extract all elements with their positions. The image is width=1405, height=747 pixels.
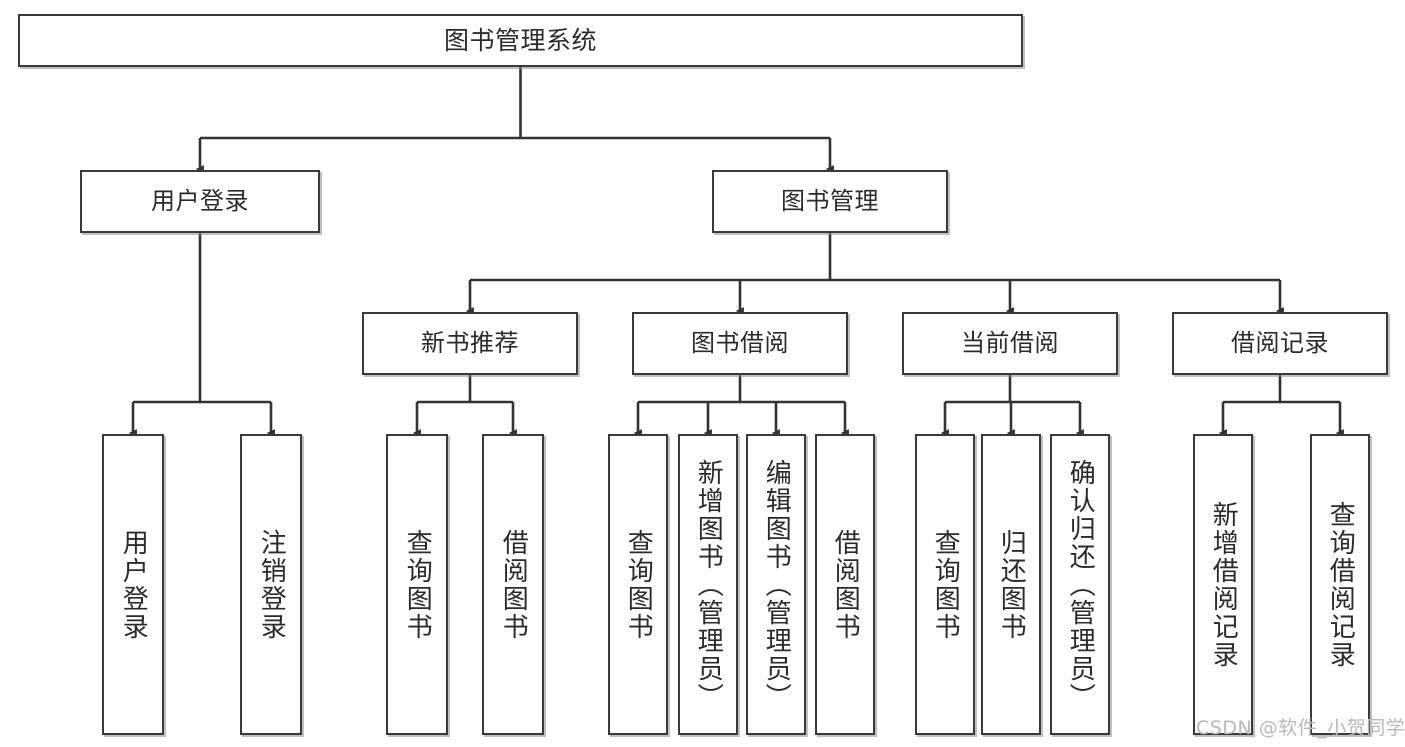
node-label: 用户登录 — [151, 187, 249, 216]
node-label: 确认归还（管理员） — [1065, 458, 1096, 711]
node-label: 借阅图书 — [498, 528, 529, 641]
node-label: 归还图书 — [996, 528, 1027, 641]
node-label: 查询借阅记录 — [1325, 500, 1356, 669]
node-label: 查询图书 — [402, 528, 433, 641]
node-l_return[interactable]: 归还图书 — [981, 434, 1041, 735]
node-cur_borrow[interactable]: 当前借阅 — [902, 312, 1118, 375]
node-l_user_login[interactable]: 用户登录 — [102, 434, 164, 735]
node-l_q_book_2[interactable]: 查询图书 — [608, 434, 668, 735]
node-label: 当前借阅 — [961, 329, 1059, 358]
node-l_add_book[interactable]: 新增图书（管理员） — [678, 434, 738, 735]
node-l_confirm[interactable]: 确认归还（管理员） — [1050, 434, 1110, 735]
node-l_add_log[interactable]: 新增借阅记录 — [1193, 434, 1253, 735]
node-l_q_book_3[interactable]: 查询图书 — [915, 434, 975, 735]
node-book_mgmt[interactable]: 图书管理 — [712, 170, 948, 233]
node-l_user_logout[interactable]: 注销登录 — [240, 434, 302, 735]
node-label: 查询图书 — [623, 528, 654, 641]
node-new_rec[interactable]: 新书推荐 — [362, 312, 578, 375]
node-label: 新书推荐 — [421, 329, 519, 358]
node-label: 注销登录 — [256, 528, 287, 641]
node-user_login[interactable]: 用户登录 — [80, 170, 320, 233]
node-label: 新增图书（管理员） — [693, 458, 724, 711]
node-label: 用户登录 — [118, 528, 149, 641]
node-label: 借阅图书 — [830, 528, 861, 641]
node-label: 图书借阅 — [691, 329, 789, 358]
node-label: 编辑图书（管理员） — [761, 458, 792, 711]
node-label: 借阅记录 — [1231, 329, 1329, 358]
node-borrow_log[interactable]: 借阅记录 — [1172, 312, 1388, 375]
node-book_borrow[interactable]: 图书借阅 — [632, 312, 848, 375]
node-label: 图书管理系统 — [443, 25, 597, 55]
watermark: CSDN @软件_小贺同学 — [1196, 717, 1405, 739]
node-l_b_book_2[interactable]: 借阅图书 — [815, 434, 875, 735]
node-l_edit_book[interactable]: 编辑图书（管理员） — [746, 434, 806, 735]
node-l_q_book_1[interactable]: 查询图书 — [386, 434, 448, 735]
node-root[interactable]: 图书管理系统 — [18, 14, 1023, 67]
node-l_q_log[interactable]: 查询借阅记录 — [1310, 434, 1370, 735]
node-label: 查询图书 — [930, 528, 961, 641]
node-label: 图书管理 — [781, 187, 879, 216]
node-label: 新增借阅记录 — [1208, 500, 1239, 669]
node-l_b_book_1[interactable]: 借阅图书 — [482, 434, 544, 735]
